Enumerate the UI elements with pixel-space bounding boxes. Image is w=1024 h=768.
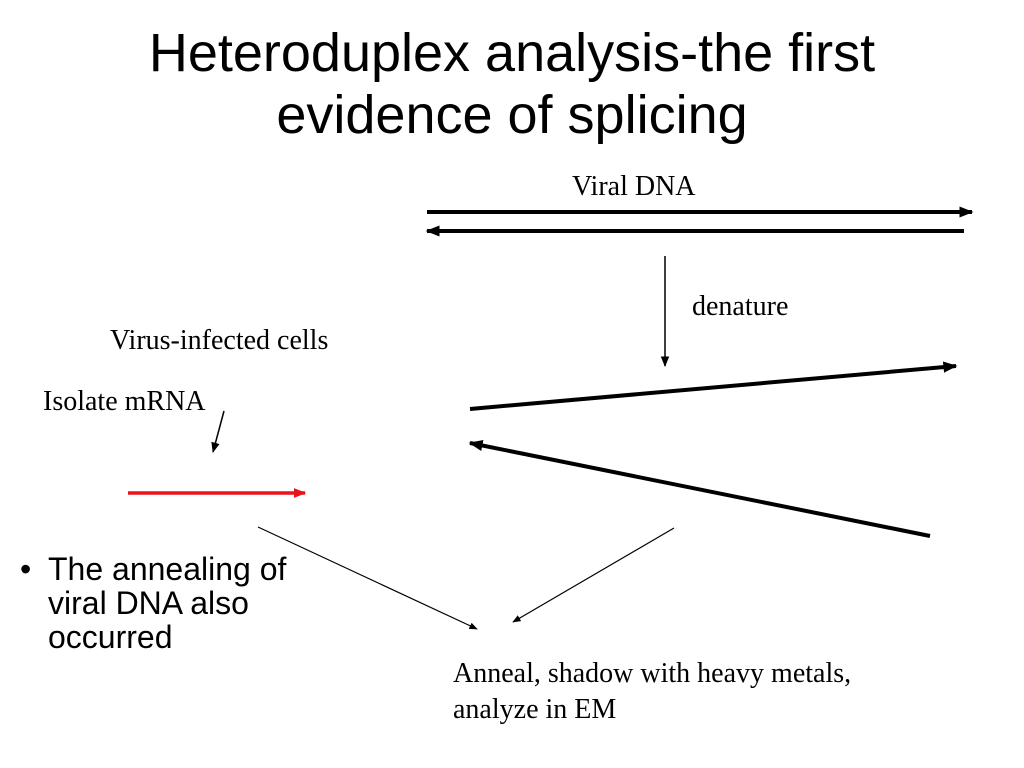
anneal-step-label: Anneal, shadow with heavy metals, analyz… [453, 656, 851, 728]
virus-infected-cells-label: Virus-infected cells [110, 325, 329, 356]
slide-title-line-2: evidence of splicing [276, 85, 748, 145]
bullet-item: The annealing of viral DNA also occurred [48, 551, 287, 655]
single-strand-lower [468, 440, 931, 538]
isolate-mrna-label: Isolate mRNA [43, 386, 206, 417]
isolate-mrna-arrow [211, 410, 225, 454]
anneal-step-line-2: analyze in EM [453, 694, 617, 725]
slide-title: Heteroduplex analysis-the first evidence… [40, 22, 984, 146]
anneal-arrow-right [512, 527, 675, 623]
slide-title-line-1: Heteroduplex analysis-the first [148, 23, 876, 83]
anneal-arrow-left [257, 526, 478, 630]
denature-label: denature [692, 291, 789, 322]
anneal-step-line-1: Anneal, shadow with heavy metals, [453, 658, 852, 689]
bullet-marker: • [20, 551, 32, 587]
single-strand-upper [469, 361, 958, 411]
viral-dna-label: Viral DNA [572, 171, 696, 202]
